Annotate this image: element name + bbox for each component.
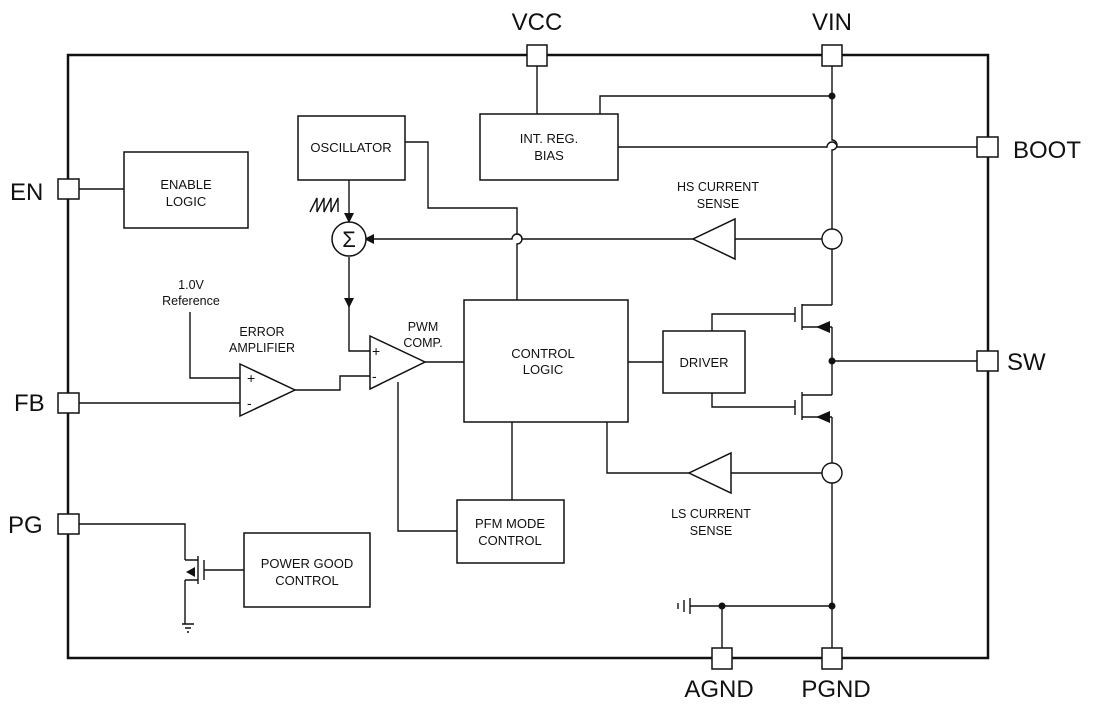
int-reg-feed [599,95,832,114]
reference-wire [189,312,240,379]
low-side-mosfet [794,392,832,423]
svg-text:AMPLIFIER: AMPLIFIER [229,341,295,355]
svg-text:LS CURRENT: LS CURRENT [671,507,751,521]
driver-block [662,330,746,394]
svg-text:POWER GOOD: POWER GOOD [261,556,353,571]
svg-text:ENABLE: ENABLE [160,177,212,192]
en-pin-label: EN [10,179,43,206]
vcc-pin-label: VCC [512,9,563,36]
agnd-pin [711,647,733,670]
sw-pin [976,350,999,372]
svg-text:LOGIC: LOGIC [523,362,563,377]
svg-text:-: - [372,368,377,384]
pg-wire [79,523,186,560]
svg-text:PWM: PWM [408,320,439,334]
pg-pin [57,513,80,535]
pfm-feedback [397,382,457,532]
boot-wire [618,141,977,148]
svg-text:-: - [247,395,252,411]
oscillator-label: OSCILLATOR [310,140,391,155]
svg-text:CONTROL: CONTROL [275,573,339,588]
pgnd-pin-label: PGND [801,676,870,703]
ground-symbol [677,598,691,614]
pwm-comparator [369,334,427,391]
pg-pin-label: PG [8,512,43,539]
svg-text:SENSE: SENSE [690,524,732,538]
int-reg-bias-block [479,113,619,181]
sw-pin-label: SW [1007,349,1046,376]
pg-fet [185,556,244,584]
pgnd-pin [821,647,843,670]
svg-text:DRIVER: DRIVER [679,355,728,370]
svg-text:CONTROL: CONTROL [511,346,575,361]
sawtooth-icon [309,197,339,213]
osc-to-control [405,141,523,300]
ls-sense-to-control [606,422,689,474]
svg-text:+: + [247,370,255,386]
control-logic-block [463,299,629,423]
svg-text:+: + [372,343,380,359]
summer-symbol: Σ [342,227,356,252]
svg-text:ERROR: ERROR [239,325,284,339]
oscillator-block [297,115,406,181]
vcc-pin [526,44,548,67]
power-good-control-block [243,532,371,608]
agnd-pin-label: AGND [684,676,753,703]
vin-pin-label: VIN [812,9,852,36]
svg-text:1.0V: 1.0V [178,278,204,292]
fb-pin [57,392,80,414]
vin-pin [821,44,843,67]
svg-text:Reference: Reference [162,294,220,308]
hs-gate-wire [711,313,795,331]
svg-text:HS CURRENT: HS CURRENT [677,180,759,194]
ea-to-pwm [295,375,370,391]
boot-pin [976,136,999,158]
high-side-mosfet [794,304,832,333]
svg-text:LOGIC: LOGIC [166,194,206,209]
fb-pin-label: FB [14,390,45,417]
svg-text:COMP.: COMP. [403,336,442,350]
error-amplifier [239,362,297,418]
ls-sense-circle [821,462,843,484]
svg-text:SENSE: SENSE [697,197,739,211]
enable-logic-block [123,151,249,229]
svg-text:INT. REG.: INT. REG. [520,131,579,146]
hs-sense-circle [821,228,843,250]
svg-text:CONTROL: CONTROL [478,533,542,548]
svg-text:BIAS: BIAS [534,148,564,163]
boot-pin-label: BOOT [1013,137,1081,164]
hs-sense-amp [691,217,736,261]
ls-gate-wire [711,393,795,408]
summer-node [331,221,367,257]
pfm-mode-control-block [456,499,565,564]
svg-text:PFM MODE: PFM MODE [475,516,545,531]
ls-sense-amp [687,451,732,495]
en-pin [57,178,80,200]
